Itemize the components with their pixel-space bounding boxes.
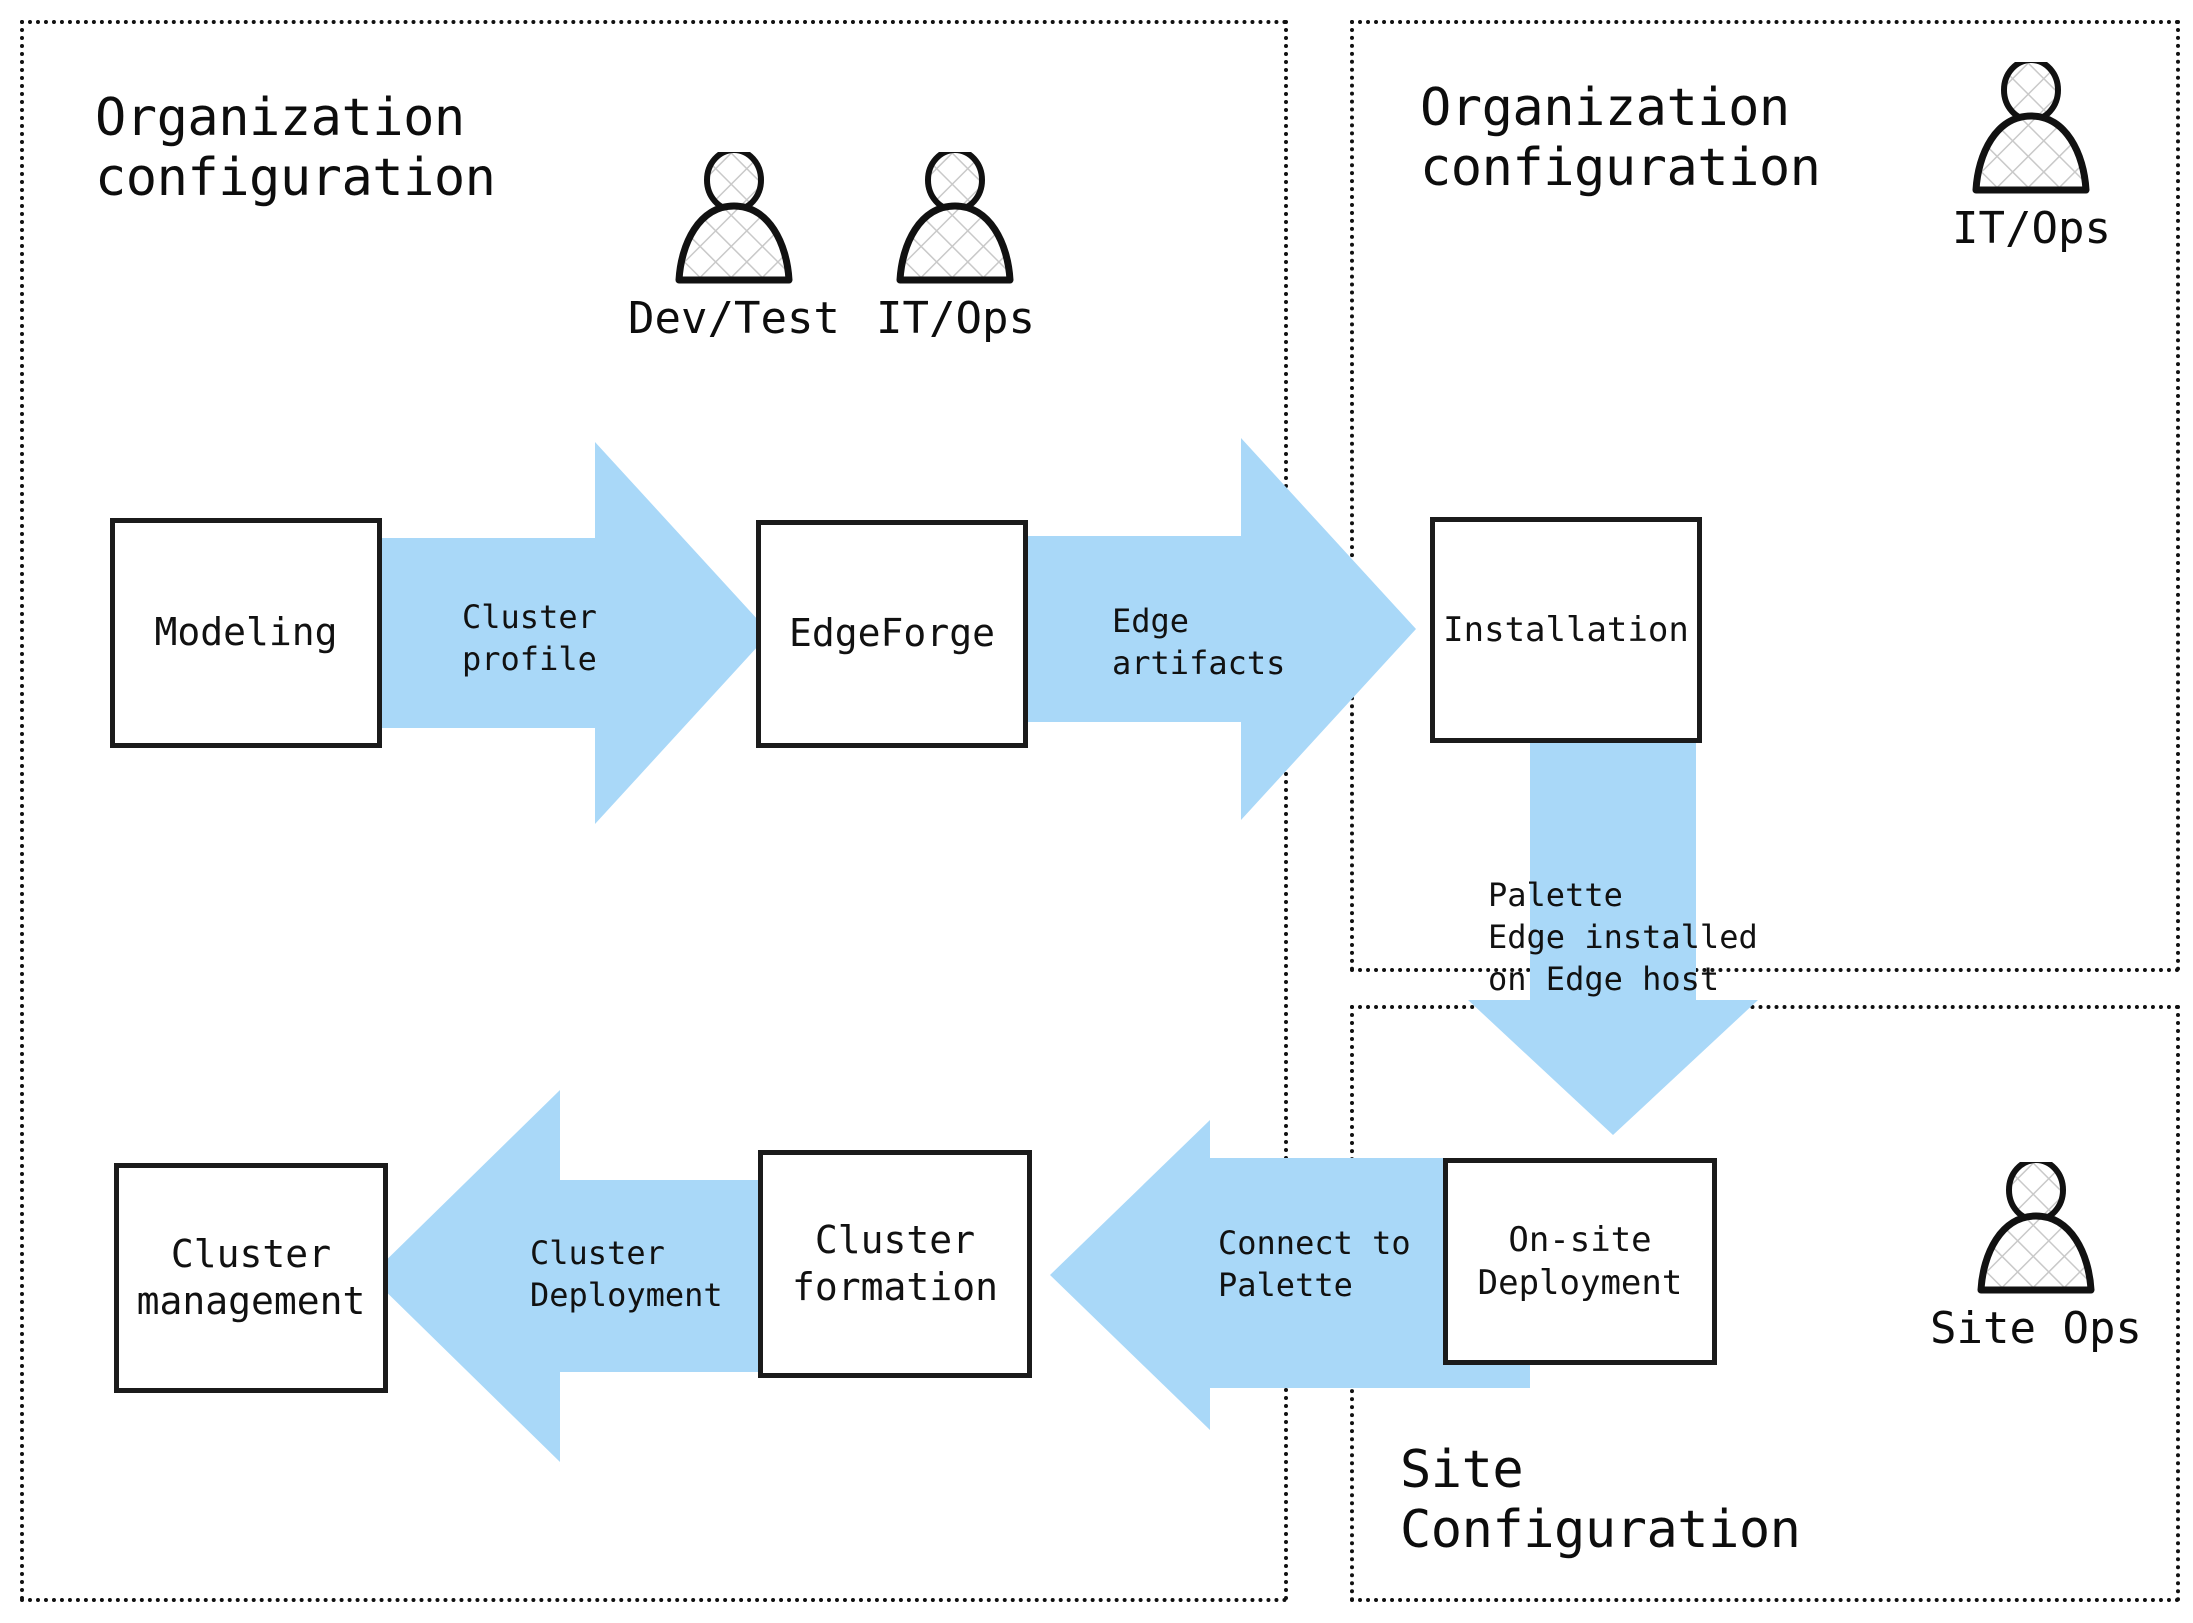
persona-site-ops: Site Ops (1930, 1162, 2142, 1354)
persona-label-site-ops: Site Ops (1930, 1303, 2142, 1354)
person-icon (1972, 62, 2090, 194)
flow-label-cluster-deployment: Cluster Deployment (530, 1234, 723, 1315)
stage-box-edgeforge[interactable]: EdgeForge (756, 520, 1028, 748)
person-icon (896, 152, 1014, 284)
arrow-connect-to-palette (1050, 1120, 1530, 1430)
arrow-edge-artifacts (1016, 438, 1416, 820)
persona-label-it-ops-left: IT/Ops (876, 293, 1035, 344)
arrow-cluster-deployment (370, 1090, 790, 1462)
flow-label-edge-artifacts: Edge artifacts (1112, 602, 1286, 683)
person-icon (675, 152, 793, 284)
panel-title-site-configuration: Site Configuration (1400, 1440, 1801, 1561)
arrow-palette-edge (1468, 735, 1758, 1135)
persona-dev-test: Dev/Test (628, 152, 840, 344)
persona-it-ops-left: IT/Ops (876, 152, 1035, 344)
stage-box-installation[interactable]: Installation (1430, 517, 1702, 743)
stage-box-modeling[interactable]: Modeling (110, 518, 382, 748)
persona-label-dev-test: Dev/Test (628, 293, 840, 344)
persona-it-ops-right: IT/Ops (1952, 62, 2111, 254)
flow-label-connect-to-palette: Connect to Palette (1218, 1224, 1411, 1305)
panel-title-organization-left: Organization configuration (95, 88, 496, 209)
stage-box-cluster-formation[interactable]: Cluster formation (758, 1150, 1032, 1378)
panel-organization-right (1350, 20, 2180, 972)
persona-label-it-ops-right: IT/Ops (1952, 203, 2111, 254)
flow-label-cluster-profile: Cluster profile (462, 598, 597, 679)
stage-box-cluster-management[interactable]: Cluster management (114, 1163, 388, 1393)
flow-label-palette-edge-installed: Palette Edge installed on Edge host (1488, 876, 1758, 999)
panel-organization-left (20, 20, 1288, 1602)
stage-box-on-site-deployment[interactable]: On-site Deployment (1443, 1158, 1717, 1365)
person-icon (1977, 1162, 2095, 1294)
panel-title-organization-right: Organization configuration (1420, 78, 1821, 199)
arrow-cluster-profile (370, 442, 770, 824)
